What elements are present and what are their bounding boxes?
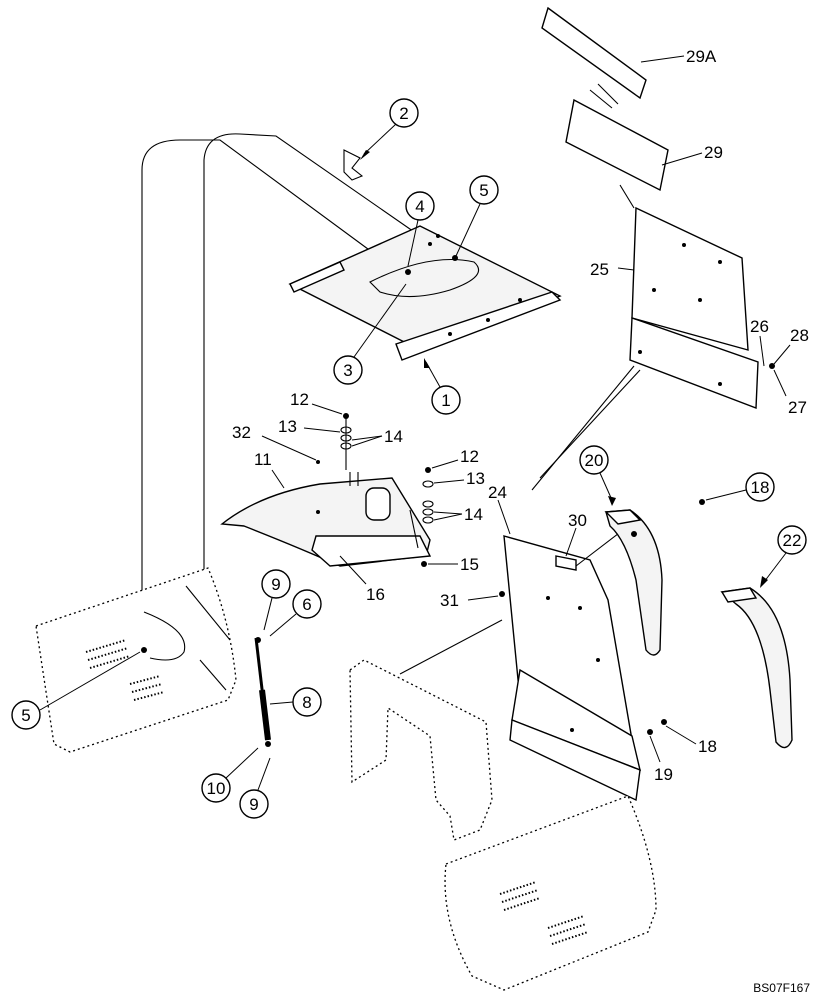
label-31: 31	[440, 591, 459, 610]
callout-4: 4	[405, 191, 435, 267]
callout-18-top: 18	[699, 472, 775, 505]
label-14-left: 14	[384, 427, 403, 446]
label-13-right: 13	[466, 469, 485, 488]
label-18-bottom: 18	[698, 737, 717, 756]
left-door-panel	[35, 567, 237, 753]
callout-10: 10	[201, 747, 259, 803]
document-code: BS07F167	[753, 981, 810, 995]
callout-9-bottom: 9	[239, 757, 271, 819]
fender-cover-11: 32 11	[220, 423, 432, 567]
svg-text:8: 8	[302, 693, 311, 712]
top-cover-1	[288, 225, 562, 361]
label-15: 15	[460, 555, 479, 574]
svg-text:9: 9	[271, 575, 280, 594]
side-panel-24: 24 31 30	[440, 483, 641, 802]
bolts-18-19: 18 19	[647, 719, 717, 784]
svg-text:1: 1	[441, 391, 450, 410]
callout-1: 1	[424, 358, 461, 415]
panel-25: 25 26 28 27	[531, 184, 809, 491]
svg-text:18: 18	[751, 478, 770, 497]
label-24: 24	[488, 483, 507, 502]
panel-29: 29	[565, 83, 723, 192]
label-29: 29	[704, 143, 723, 162]
label-27: 27	[788, 398, 807, 417]
label-26: 26	[750, 317, 769, 336]
label-12-right: 12	[460, 447, 479, 466]
label-30: 30	[568, 511, 587, 530]
svg-text:2: 2	[399, 104, 408, 123]
hardware-stack-right: 12 13 14 15 16	[339, 447, 485, 604]
label-28: 28	[790, 326, 809, 345]
label-16: 16	[366, 585, 385, 604]
gas-strut-8	[254, 637, 271, 747]
panel-29a: 29A	[541, 6, 717, 100]
fender-22: 22	[720, 525, 807, 749]
label-29a: 29A	[686, 47, 717, 66]
svg-text:3: 3	[343, 361, 352, 380]
label-32: 32	[232, 423, 251, 442]
svg-text:10: 10	[207, 779, 226, 798]
label-14-right: 14	[464, 505, 483, 524]
label-11: 11	[254, 450, 272, 469]
callout-5-bottom: 5	[11, 647, 147, 730]
hardware-stack-left: 12 13 14	[278, 390, 403, 470]
label-13-left: 13	[278, 417, 297, 436]
callout-2: 2	[343, 98, 419, 181]
label-25: 25	[590, 260, 609, 279]
callout-20: 20	[585, 451, 604, 470]
right-door-panel	[444, 795, 657, 991]
callout-5-top: 5	[452, 175, 499, 261]
svg-text:5: 5	[479, 181, 488, 200]
fender-20: 20	[579, 445, 663, 656]
svg-text:4: 4	[415, 197, 424, 216]
svg-text:5: 5	[21, 706, 30, 725]
callout-9-top: 9	[261, 569, 291, 631]
center-frame	[349, 619, 503, 841]
callout-8: 8	[269, 687, 322, 717]
cab-frame	[141, 133, 421, 600]
callout-3: 3	[333, 283, 407, 385]
callout-22: 22	[783, 531, 802, 550]
label-19: 19	[654, 765, 673, 784]
svg-text:6: 6	[302, 595, 311, 614]
label-12-left: 12	[290, 390, 309, 409]
svg-text:9: 9	[249, 795, 258, 814]
callout-6: 6	[269, 589, 322, 637]
